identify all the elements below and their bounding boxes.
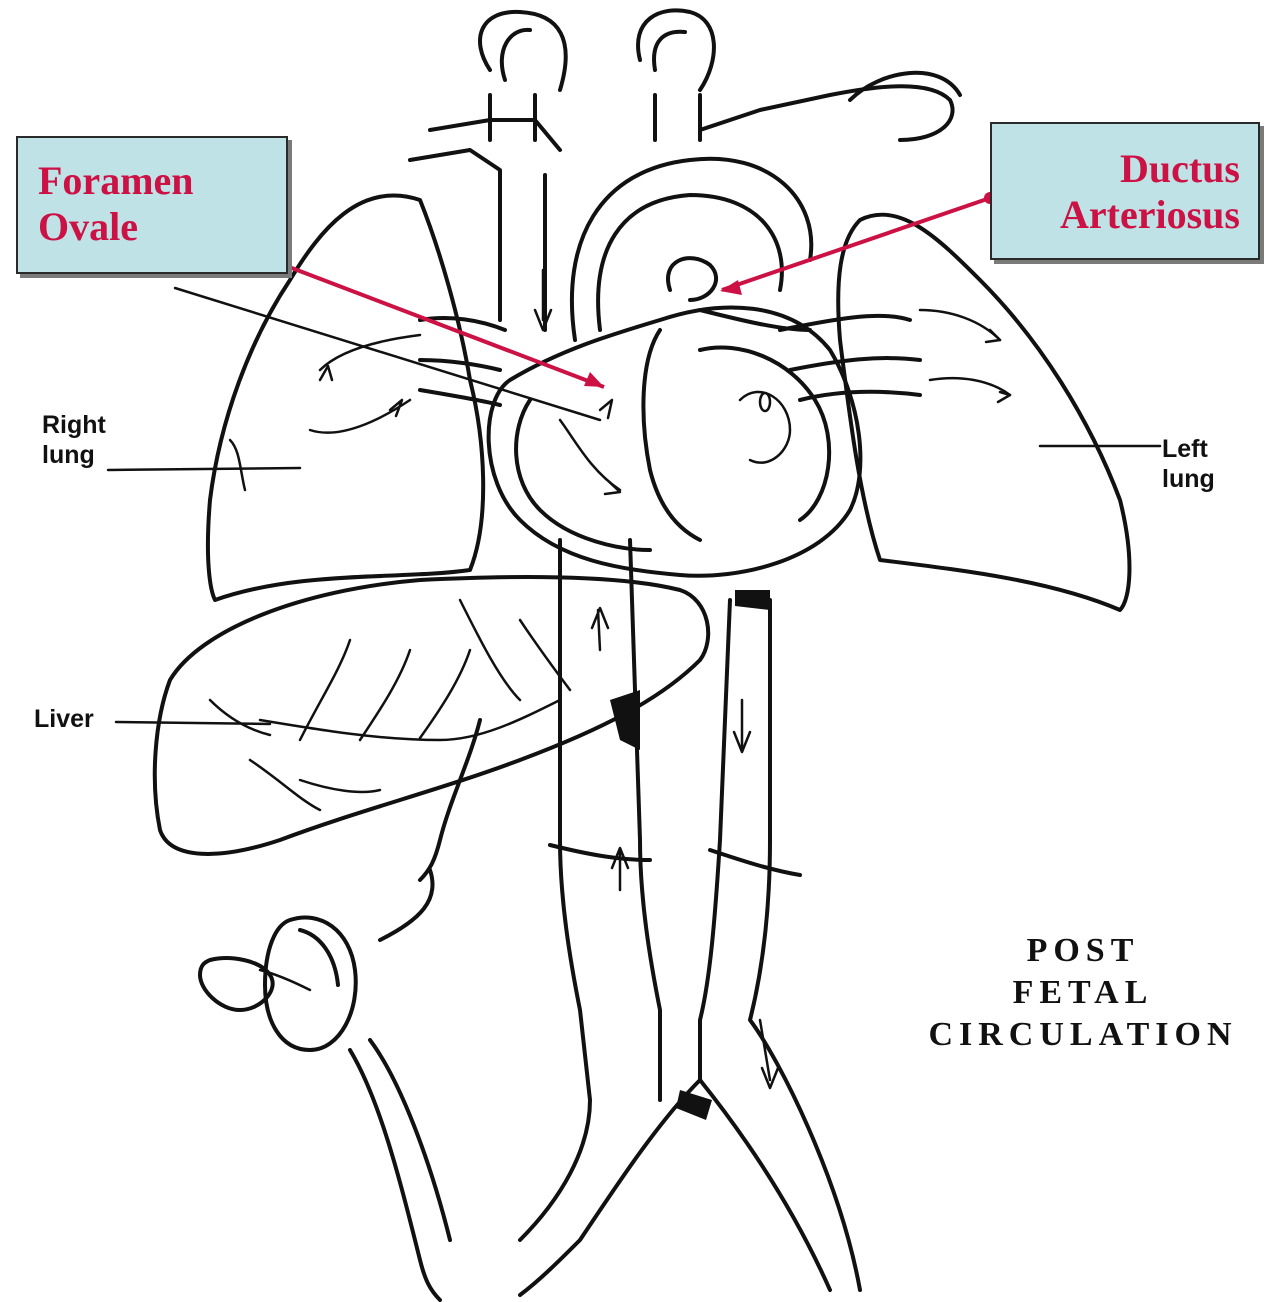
right-lung-label: Right lung [42, 410, 106, 470]
title-line1: POST [878, 930, 1284, 972]
title-line2: FETAL [878, 972, 1284, 1014]
ductus-arteriosus-line1: Ductus [992, 146, 1240, 192]
liver-leader [116, 722, 270, 724]
ductus-arteriosus-line2: Arteriosus [992, 192, 1240, 238]
right-lung-leader [108, 468, 300, 470]
left-lung [838, 215, 1129, 610]
descending-vessels [520, 540, 860, 1295]
heart [489, 308, 861, 576]
ductus-arteriosus-pointer [722, 198, 990, 290]
right-lung-label-line1: Right [42, 410, 106, 440]
title-line3: CIRCULATION [878, 1014, 1284, 1056]
ductus-arteriosus-callout: Ductus Arteriosus [990, 122, 1260, 260]
foramen-ovale-line2: Ovale [38, 204, 286, 250]
left-lung-label-line2: lung [1162, 464, 1215, 494]
left-lung-label: Left lung [1162, 434, 1215, 494]
diagram-title: POST FETAL CIRCULATION [878, 930, 1284, 1056]
foramen-ovale-pointer-arrowhead [584, 372, 604, 387]
liver-label: Liver [34, 704, 94, 734]
foramen-ovale-callout: Foramen Ovale [16, 136, 288, 274]
head-neck-vessels [410, 10, 960, 330]
umbilical-region [200, 720, 480, 1300]
right-lung-label-line2: lung [42, 440, 106, 470]
left-lung-label-line1: Left [1162, 434, 1215, 464]
foramen-thin-leader [175, 288, 600, 420]
foramen-ovale-line1: Foramen [38, 158, 286, 204]
